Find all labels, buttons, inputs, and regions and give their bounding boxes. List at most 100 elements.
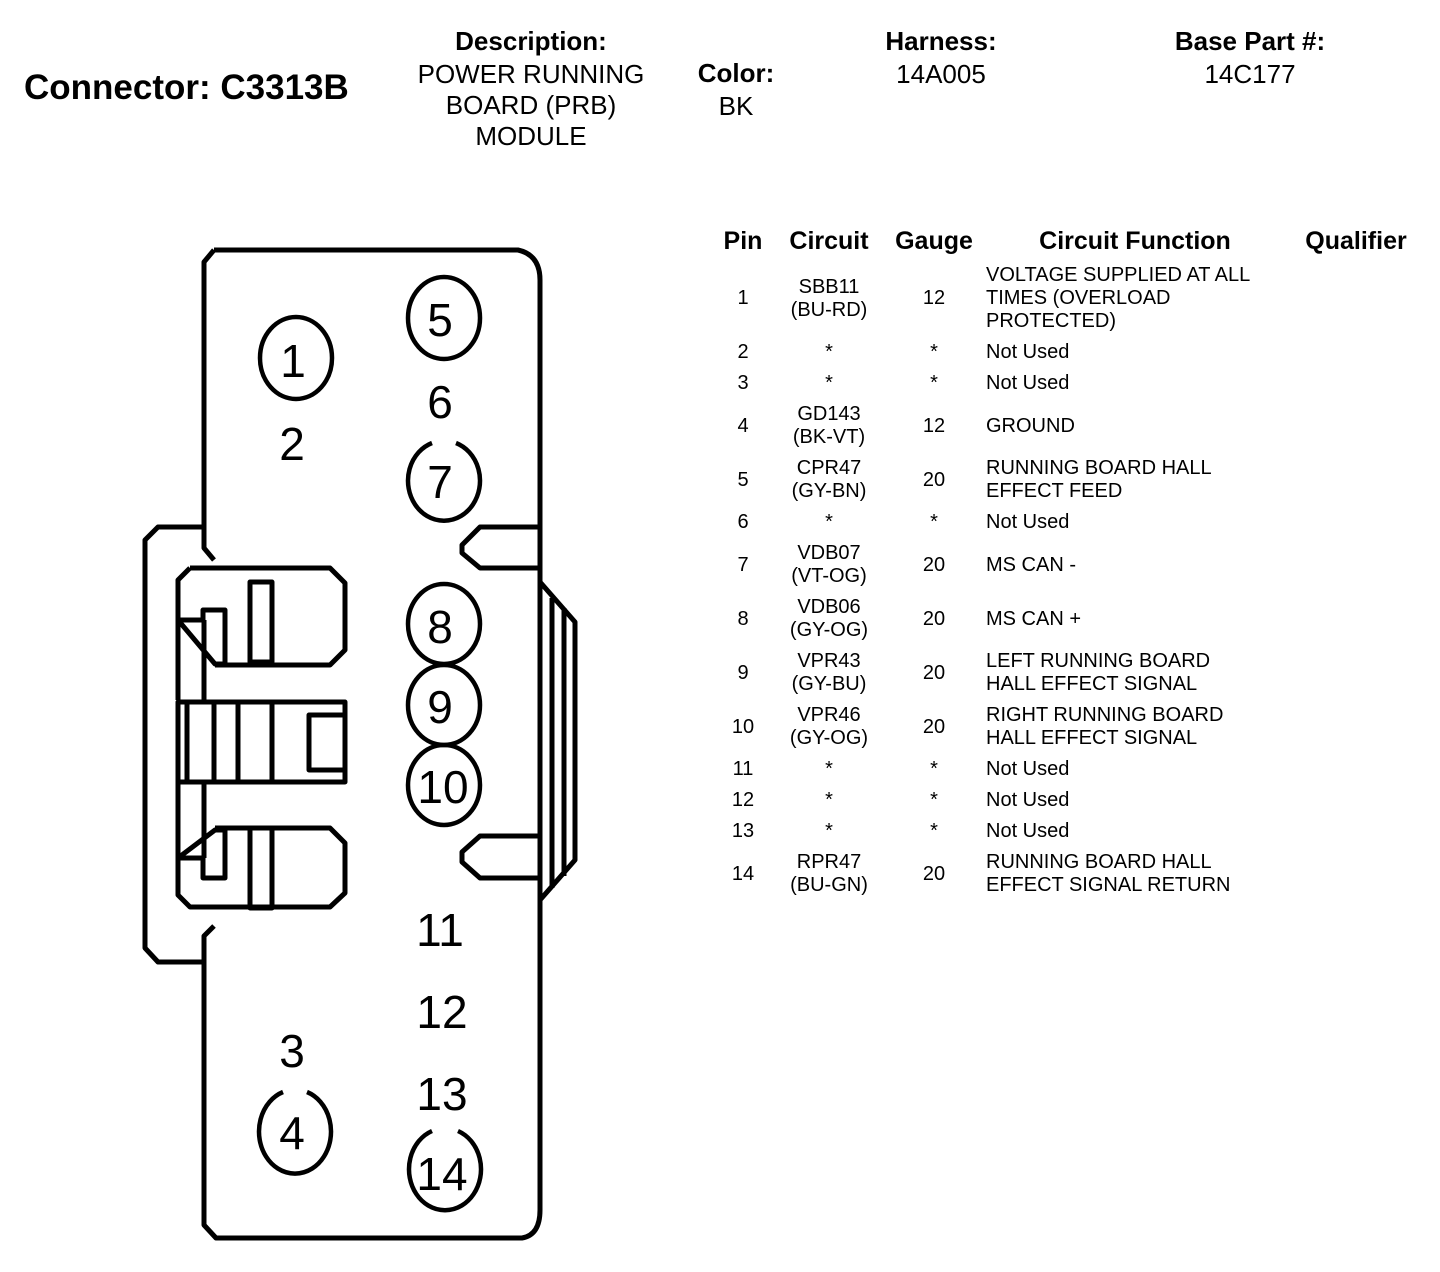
cell-qualifier — [1286, 700, 1426, 754]
function-line: Not Used — [986, 789, 1070, 811]
cell-qualifier — [1286, 538, 1426, 592]
table-row: 6**Not Used — [712, 507, 1426, 538]
cell-qualifier — [1286, 592, 1426, 646]
circuit-id: GD143 — [797, 403, 861, 425]
cell-qualifier — [1286, 337, 1426, 368]
cell-pin: 5 — [712, 453, 774, 507]
cell-pin: 13 — [712, 816, 774, 847]
cell-gauge: 20 — [884, 700, 984, 754]
function-line: Not Used — [986, 820, 1070, 842]
color-block: Color: BK — [680, 58, 792, 122]
base-part-value: 14C177 — [1204, 59, 1296, 89]
cell-circuit-function: MS CAN + — [984, 592, 1286, 646]
cell-pin: 6 — [712, 507, 774, 538]
cell-gauge: * — [884, 754, 984, 785]
pin-label: 9 — [427, 681, 453, 733]
cell-circuit: * — [774, 754, 884, 785]
gauge-value: 20 — [922, 553, 946, 576]
latch-tab-window — [306, 712, 348, 773]
pin-number: 10 — [731, 715, 755, 738]
pin-label: 11 — [416, 904, 464, 956]
latch-bar-top — [247, 579, 275, 665]
latch-bar-bottom — [247, 825, 275, 911]
cell-qualifier — [1286, 754, 1426, 785]
function-line: Not Used — [986, 758, 1070, 780]
cell-pin: 10 — [712, 700, 774, 754]
color-label: Color: — [697, 58, 775, 88]
cell-qualifier — [1286, 399, 1426, 453]
pin-label: 12 — [416, 986, 467, 1038]
cell-pin: 11 — [712, 754, 774, 785]
cell-gauge: 20 — [884, 646, 984, 700]
col-header-qualifier: Qualifier — [1305, 226, 1407, 255]
circuit-id: SBB11 — [798, 275, 860, 298]
function-line: HALL EFFECT SIGNAL — [986, 673, 1198, 695]
gauge-value: 20 — [922, 715, 946, 738]
pin-number: 14 — [731, 862, 755, 885]
gauge-value: 12 — [922, 414, 946, 437]
cell-circuit-function: MS CAN - — [984, 538, 1286, 592]
gauge-value: * — [930, 341, 938, 363]
wire-color: (GY-BU) — [791, 673, 867, 695]
harness-block: Harness: 14A005 — [860, 26, 1022, 90]
pin-label: 1 — [280, 335, 306, 387]
connector-body-lower — [201, 924, 543, 1241]
pin-number: 7 — [737, 553, 749, 576]
cell-qualifier — [1286, 847, 1426, 901]
cell-pin: 12 — [712, 785, 774, 816]
cell-circuit-function: Not Used — [984, 785, 1286, 816]
pin-circle-14 — [406, 1128, 484, 1213]
pin-number: 6 — [737, 511, 749, 533]
cell-circuit-function: Not Used — [984, 816, 1286, 847]
cell-pin: 3 — [712, 368, 774, 399]
circuit-id: VDB06 — [797, 596, 861, 618]
cell-circuit: GD143(BK-VT) — [774, 399, 884, 453]
cell-gauge: 20 — [884, 453, 984, 507]
cell-circuit: VPR46(GY-OG) — [774, 700, 884, 754]
connector-title: Connector: C3313B — [24, 68, 349, 107]
gauge-value: * — [930, 372, 938, 394]
circuit-id: RPR47 — [796, 851, 862, 873]
gauge-value: 20 — [922, 468, 946, 491]
pin-circle-7 — [405, 440, 483, 523]
cell-pin: 9 — [712, 646, 774, 700]
circuit-id: * — [825, 758, 833, 780]
gauge-value: 20 — [922, 862, 946, 885]
gauge-value: * — [930, 820, 938, 842]
wire-color: (BU-RD) — [790, 298, 868, 321]
pin-number: 1 — [737, 287, 749, 309]
cell-gauge: * — [884, 785, 984, 816]
table-row: 2**Not Used — [712, 337, 1426, 368]
cell-gauge: * — [884, 507, 984, 538]
description-value: POWER RUNNING BOARD (PRB) MODULE — [400, 59, 662, 152]
connector-body-upper — [201, 247, 543, 562]
pin-label: 3 — [279, 1025, 305, 1077]
pin-label: 4 — [279, 1107, 305, 1159]
cell-gauge: 20 — [884, 847, 984, 901]
cell-gauge: 12 — [884, 260, 984, 337]
cell-gauge: 20 — [884, 538, 984, 592]
function-line: TIMES (OVERLOAD — [986, 287, 1171, 309]
cell-circuit: * — [774, 785, 884, 816]
description-line: MODULE — [475, 121, 587, 151]
pin-number: 12 — [731, 789, 755, 811]
cell-gauge: * — [884, 337, 984, 368]
latch-pod-top — [175, 565, 348, 700]
cell-gauge: * — [884, 816, 984, 847]
table-row: 3**Not Used — [712, 368, 1426, 399]
pin-circle-4 — [256, 1089, 334, 1176]
col-header-circuit-function: Circuit Function — [1039, 226, 1231, 255]
pin-number: 2 — [737, 341, 749, 363]
pin-label: 8 — [427, 601, 453, 653]
function-line: RUNNING BOARD HALL — [986, 457, 1212, 479]
circuit-id: CPR47 — [796, 457, 862, 479]
cell-circuit: * — [774, 337, 884, 368]
notch-lower — [459, 833, 540, 881]
function-line: Not Used — [986, 372, 1070, 394]
